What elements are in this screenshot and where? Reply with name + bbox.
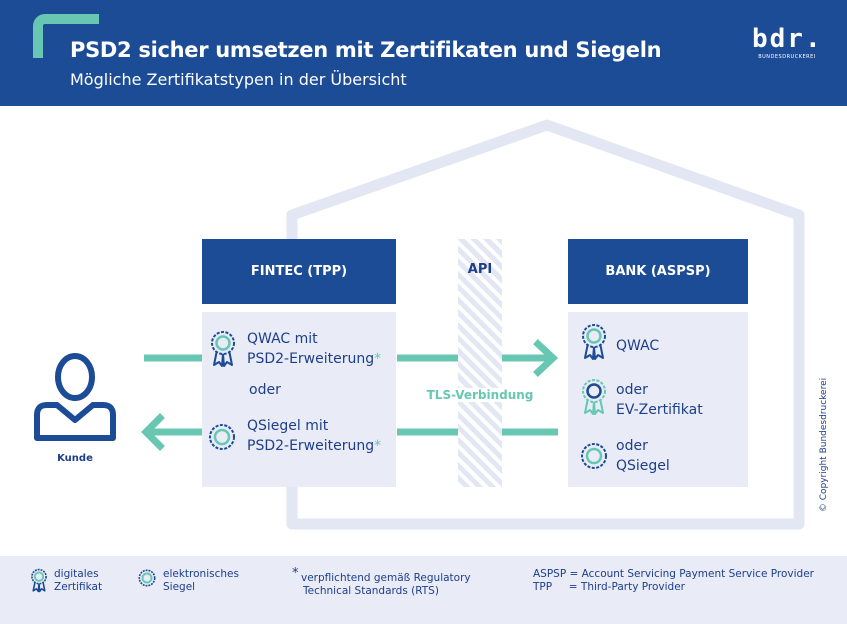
corner-decoration — [33, 14, 99, 58]
api-column — [458, 239, 502, 487]
bank-or-2: oder — [616, 438, 648, 454]
fintec-qsiegel-line1: QSiegel mit — [247, 418, 329, 434]
arrow-right-icon — [533, 339, 559, 377]
award-ribbon-icon — [211, 331, 235, 367]
bank-header: BANK (ASPSP) — [568, 239, 748, 304]
legend-digital-line2: Zertifikat — [54, 581, 103, 593]
page-title: PSD2 sicher umsetzen mit Zertifikaten un… — [70, 38, 662, 62]
copyright-text: © Copyright Bundesdruckerei — [819, 377, 829, 513]
bank-title: BANK (ASPSP) — [605, 264, 711, 279]
house-outline — [286, 119, 805, 530]
bank-qsiegel: QSiegel — [616, 458, 670, 474]
bank-or-1: oder — [616, 382, 648, 398]
seal-icon — [581, 443, 607, 469]
legend-digital-line1: digitales — [54, 568, 99, 580]
fintec-or: oder — [249, 382, 281, 398]
fintec-qwac-asterisk: * — [374, 351, 382, 367]
seal-icon — [138, 569, 156, 587]
fintec-qwac-line1: QWAC mit — [247, 331, 318, 347]
logo-subtext: BUNDESDRUCKEREI — [758, 54, 816, 60]
page-subtitle: Mögliche Zertifikatstypen in der Übersic… — [70, 70, 407, 89]
fintec-header: FINTEC (TPP) — [202, 239, 396, 304]
legend-rts-line1: verpflichtend gemäß Regulatory — [301, 572, 471, 584]
tls-connection-label: TLS-Verbindung — [424, 388, 536, 402]
award-ribbon-icon — [582, 379, 606, 415]
fintec-qwac-line2: PSD2-Erweiterung* — [247, 349, 381, 369]
header-bar: PSD2 sicher umsetzen mit Zertifikaten un… — [0, 0, 847, 106]
bank-qwac: QWAC — [616, 338, 660, 354]
award-ribbon-icon — [582, 324, 606, 360]
fintec-qsiegel-asterisk: * — [374, 438, 382, 454]
legend-footer: digitales Zertifikat elektronisches Sieg… — [0, 556, 847, 624]
legend-asterisk: * — [292, 566, 299, 581]
bundesdruckerei-logo: bdr. BUNDESDRUCKEREI — [752, 26, 822, 60]
customer-label: Kunde — [57, 453, 93, 464]
arrow-left-icon — [141, 413, 165, 451]
legend-rts-line2: Technical Standards (RTS) — [303, 585, 439, 597]
fintec-qsiegel-line2-text: PSD2-Erweiterung — [247, 438, 375, 454]
legend-aspsp: ASPSP = Account Servicing Payment Servic… — [533, 568, 814, 580]
award-ribbon-icon — [31, 568, 47, 593]
fintec-panel — [202, 312, 396, 487]
legend-tpp: TPP = Third-Party Provider — [533, 581, 685, 593]
fintec-qsiegel-line2: PSD2-Erweiterung* — [247, 436, 381, 456]
legend-seal-line1: elektronisches — [163, 568, 239, 580]
person-icon — [34, 353, 116, 441]
fintec-qwac-line2-text: PSD2-Erweiterung — [247, 351, 375, 367]
legend-seal-line2: Siegel — [163, 581, 196, 593]
api-label: API — [467, 262, 493, 277]
logo-mark: bdr. — [752, 24, 823, 54]
bank-ev-certificate: EV-Zertifikat — [616, 402, 703, 418]
fintec-title: FINTEC (TPP) — [250, 264, 348, 279]
seal-icon — [209, 424, 235, 450]
